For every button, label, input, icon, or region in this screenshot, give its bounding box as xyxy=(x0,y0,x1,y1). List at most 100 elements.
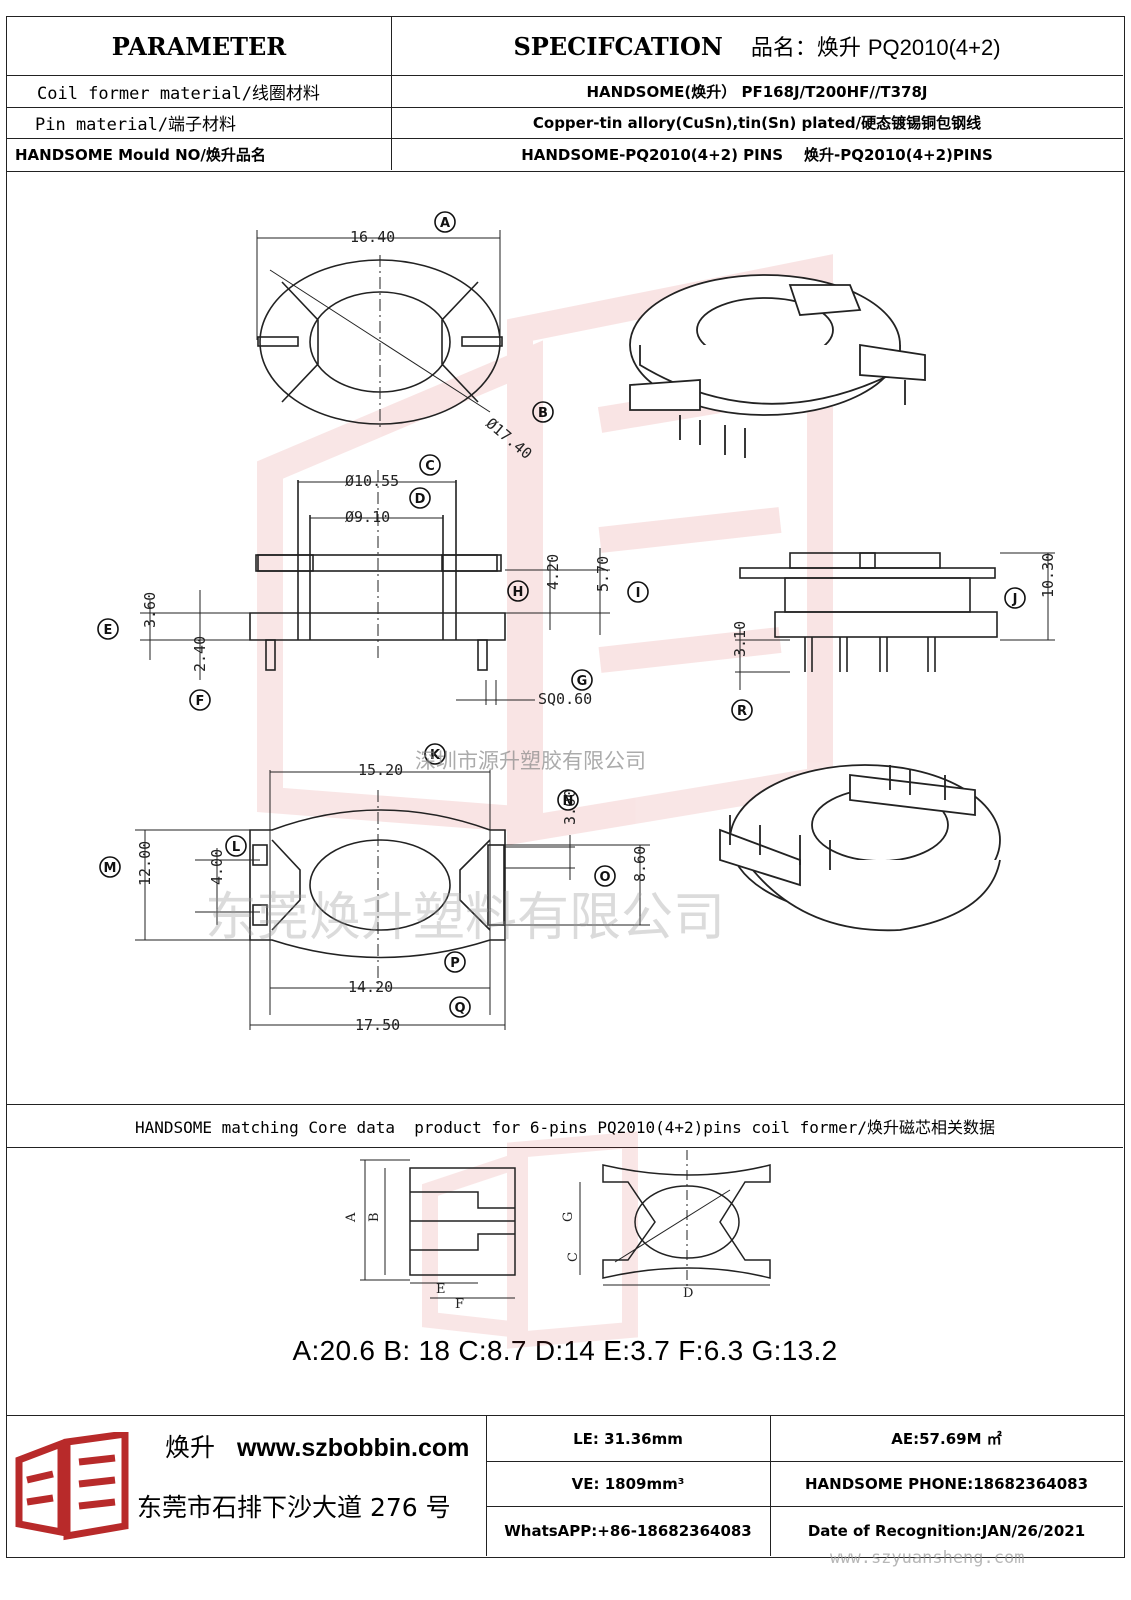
parameter-title: PARAMETER xyxy=(111,31,287,61)
dim-letter-circle-d xyxy=(409,487,431,509)
core-values-line: A:20.6 B: 18 C:8.7 D:14 E:3.7 F:6.3 G:13… xyxy=(292,1335,838,1366)
dim-value-g: SQ0.60 xyxy=(538,690,592,708)
bottom-view xyxy=(135,770,650,1030)
core-label-e: E xyxy=(436,1282,446,1297)
coil-material-label: Coil former material/线圈材料 xyxy=(37,83,320,104)
dim-letter-g: G xyxy=(577,674,588,689)
spec-title-cell: SPECIFCATION 品名：焕升 PQ2010(4+2) xyxy=(391,17,1123,75)
drawing-area xyxy=(6,172,1125,1104)
website-link[interactable]: www.szbobbin.com xyxy=(236,1434,470,1462)
dim-value-f: 2.40 xyxy=(191,636,209,672)
dim-value-l: 4.00 xyxy=(208,849,226,885)
le-cell: LE: 31.36mm xyxy=(573,1429,683,1448)
dim-letter-circle-g xyxy=(571,669,593,691)
dim-value-c: Ø10.55 xyxy=(345,472,399,490)
dim-letter-i: I xyxy=(636,586,641,601)
company-logo xyxy=(15,1432,129,1541)
product-name-label: 品名：焕升 xyxy=(750,36,861,61)
dim-letter-circle-k xyxy=(424,743,446,765)
side-view xyxy=(735,552,1055,690)
dim-letter-a: A xyxy=(440,216,450,231)
dim-letter-e: E xyxy=(104,623,113,638)
dim-value-m: 12.00 xyxy=(136,841,154,886)
watermark-company-1: 深圳市源升塑胶有限公司 xyxy=(415,749,646,773)
dim-letter-circle-j xyxy=(1004,587,1026,609)
dim-letter-r: R xyxy=(737,704,747,719)
core-top-view xyxy=(579,1150,771,1290)
dim-value-o: 8.60 xyxy=(631,846,649,882)
dim-letter-l: L xyxy=(232,840,240,855)
pin-material-label: Pin material/端子材料 xyxy=(35,115,237,135)
isometric-view-bottom xyxy=(719,764,1001,932)
dim-letter-circle-p xyxy=(444,951,466,973)
dim-value-a: 16.40 xyxy=(350,228,395,246)
specification-title: SPECIFCATION xyxy=(513,31,723,61)
dim-value-j: 10.30 xyxy=(1039,553,1057,598)
dim-letter-f: F xyxy=(196,694,205,709)
front-view xyxy=(140,470,610,705)
dim-value-r: 3.10 xyxy=(731,621,749,657)
brand-line: 焕升 www.szbobbin.com xyxy=(165,1428,469,1464)
watermark-url: www.szyuansheng.com xyxy=(830,1548,1025,1568)
core-label-c: C xyxy=(566,1252,581,1262)
dim-letter-c: C xyxy=(425,459,435,474)
footer: 焕升 www.szbobbin.com 东莞市石排下沙大道 276 号 LE: … xyxy=(6,1416,1125,1558)
dim-letter-p: P xyxy=(450,956,460,971)
dim-letter-circle-e xyxy=(97,618,119,640)
ve-cell: VE: 1809mm³ xyxy=(571,1474,685,1493)
company-address: 东莞市石排下沙大道 276 号 xyxy=(137,1493,451,1522)
dim-letter-circle-f xyxy=(189,689,211,711)
core-label-f: F xyxy=(455,1297,464,1312)
core-label-g: G xyxy=(561,1212,576,1222)
coil-material-value: HANDSOME(焕升） PF168J/T200HF//T378J xyxy=(586,82,928,101)
dim-letter-circle-a xyxy=(434,211,456,233)
dim-letter-h: H xyxy=(513,585,524,600)
phone-cell: HANDSOME PHONE:18682364083 xyxy=(804,1474,1089,1493)
dim-letter-circle-i xyxy=(627,581,649,603)
dim-letter-circle-b xyxy=(532,401,554,423)
dim-letter-q: Q xyxy=(454,1001,465,1016)
core-label-b: B xyxy=(367,1212,382,1222)
dim-value-q: 17.50 xyxy=(355,1016,400,1034)
core-data-title: HANDSOME matching Core data product for … xyxy=(134,1118,996,1137)
isometric-view-top xyxy=(629,274,926,458)
dim-letter-circle-r xyxy=(731,699,753,721)
date-cell: Date of Recognition:JAN/26/2021 xyxy=(807,1522,1086,1540)
core-label-a: A xyxy=(344,1212,359,1223)
watermark-company-2: 东莞焕升塑料有限公司 xyxy=(205,888,725,948)
spec-header-table: PARAMETER SPECIFCATION 品名：焕升 PQ2010(4+2)… xyxy=(6,16,1125,172)
dim-value-d: Ø9.10 xyxy=(345,508,390,526)
dim-letter-o: O xyxy=(599,870,610,885)
dim-letter-d: D xyxy=(415,492,426,507)
core-watermark-logo xyxy=(422,1131,638,1349)
core-data-section: HANDSOME matching Core data product for … xyxy=(6,1104,1125,1416)
dim-letter-j: J xyxy=(1012,592,1018,607)
dim-letter-k: K xyxy=(430,748,441,763)
dim-letter-circle-l xyxy=(225,835,247,857)
dim-letter-circle-n xyxy=(557,789,579,811)
dim-value-i: 5.70 xyxy=(594,556,612,592)
dim-value-h: 4.20 xyxy=(544,554,562,590)
core-side-view xyxy=(360,1159,516,1299)
dim-value-e: 3.60 xyxy=(141,592,159,628)
dim-value-p: 14.20 xyxy=(348,978,393,996)
ae-cell: AE:57.69M ㎡ xyxy=(891,1430,1002,1448)
mould-no-value: HANDSOME-PQ2010(4+2) PINS 焕升-PQ2010(4+2)… xyxy=(521,145,993,164)
dim-letter-b: B xyxy=(538,406,548,421)
dim-value-n: 3.00 xyxy=(561,789,579,825)
dim-value-k: 15.20 xyxy=(358,761,403,779)
pin-material-value: Copper-tin allory(CuSn),tin(Sn) plated/硬… xyxy=(532,114,982,132)
brand-name: 焕升 xyxy=(165,1433,216,1462)
dim-letter-circle-c xyxy=(419,454,441,476)
dim-letter-n: N xyxy=(563,794,574,809)
mould-no-label: HANDSOME Mould NO/焕升品名 xyxy=(15,145,266,164)
dim-letter-circle-q xyxy=(449,996,471,1018)
dim-letter-circle-o xyxy=(594,865,616,887)
top-view xyxy=(256,230,503,430)
core-label-d: D xyxy=(683,1286,693,1301)
whatsapp-cell: WhatsAPP:+86-18682364083 xyxy=(504,1522,752,1540)
